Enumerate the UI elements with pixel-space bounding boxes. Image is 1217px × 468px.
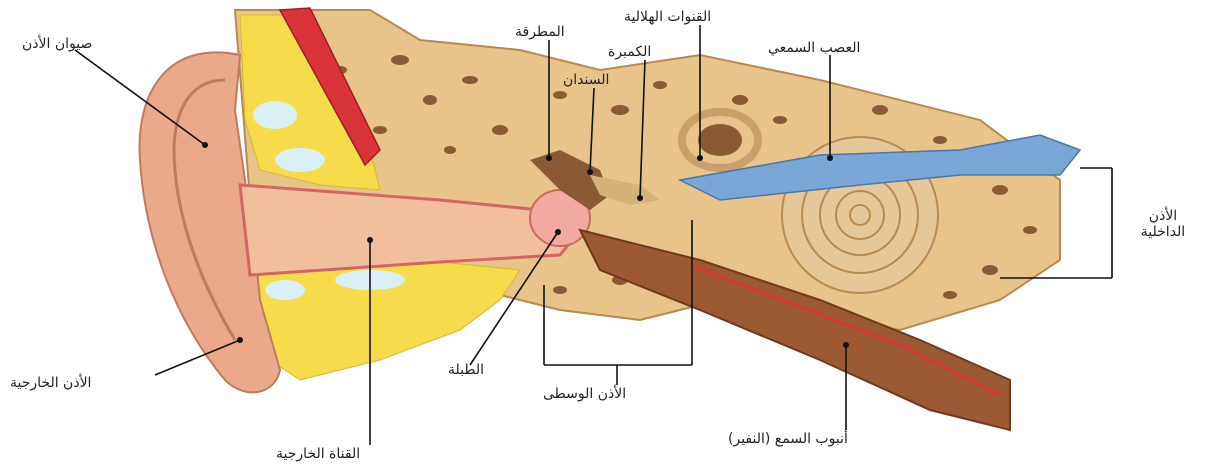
label-ear-canal: القناة الخارجية — [276, 446, 360, 462]
label-incus: الكمبرة — [608, 44, 651, 60]
label-inner-ear-line1: الأذن — [1128, 208, 1198, 224]
label-auricle: صيوان الأذن — [22, 36, 92, 52]
label-eustachian-tube: أنبوب السمع (النفير) — [728, 431, 848, 447]
label-eardrum: الطبلة — [448, 362, 484, 378]
label-auditory-nerve: العصب السمعي — [768, 40, 860, 56]
label-semicircular-canals: القنوات الهلالية — [624, 9, 711, 25]
label-outer-ear: الأذن الخارجية — [10, 375, 91, 391]
label-malleus: المطرقة — [515, 24, 565, 40]
label-stapes: السندان — [563, 72, 609, 88]
label-inner-ear-line2: الداخلية — [1128, 224, 1198, 240]
label-inner-ear: الأذن الداخلية — [1128, 208, 1198, 240]
label-middle-ear: الأذن الوسطى — [543, 386, 626, 402]
